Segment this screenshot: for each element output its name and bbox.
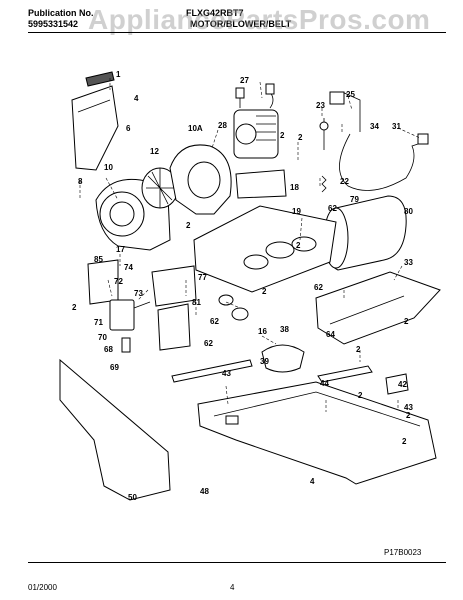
callout-label: 85 [94, 255, 103, 264]
callout-label: 8 [78, 177, 83, 186]
callout-label: 25 [346, 90, 355, 99]
callout-label: 4 [310, 477, 315, 486]
part-48-base-frame [197, 381, 437, 485]
part-33-belt-guard [315, 271, 441, 345]
callout-label: 74 [124, 263, 133, 272]
header-rule [28, 32, 446, 33]
callout-label: 33 [404, 258, 413, 267]
callout-label: 69 [110, 363, 119, 372]
diagram-code: P17B0023 [384, 548, 422, 557]
publication-number: 5995331542 [28, 19, 79, 29]
callout-label: 6 [126, 124, 131, 133]
part-38-idler-pulley [261, 344, 305, 373]
callout-label: 77 [198, 273, 207, 282]
callout-label: 2 [186, 221, 191, 230]
callout-label: 34 [370, 122, 379, 131]
part-42-support-bracket [317, 365, 373, 383]
callout-label: 2 [358, 391, 363, 400]
callout-label: 27 [240, 76, 249, 85]
footer-date: 01/2000 [28, 583, 57, 592]
callout-label: 22 [340, 177, 349, 186]
footer-rule [28, 562, 446, 563]
callout-label: 48 [200, 487, 209, 496]
part-18-motor-mount [235, 169, 287, 199]
callout-label: 44 [320, 379, 329, 388]
callout-label: 12 [150, 147, 159, 156]
callout-label: 17 [116, 245, 125, 254]
page-number: 4 [230, 583, 235, 592]
part-81-bracket [157, 303, 191, 351]
part-22-spring [321, 175, 327, 193]
callout-label: 10 [104, 163, 113, 172]
model-number: FLXG42RBT7 [186, 8, 244, 18]
part-16-pulley [218, 294, 249, 321]
callout-label: 62 [314, 283, 323, 292]
part-68-capacitor [121, 337, 131, 353]
callout-label: 70 [98, 333, 107, 342]
callout-label: 1 [116, 70, 121, 79]
callout-label: 2 [404, 317, 409, 326]
callout-label: 2 [406, 411, 411, 420]
part-10-blower-housing [95, 178, 171, 251]
publication-label: Publication No. [28, 8, 94, 18]
callout-label: 38 [280, 325, 289, 334]
callout-label: 2 [298, 133, 303, 142]
callout-label: 2 [262, 287, 267, 296]
part-27-harness [235, 83, 275, 109]
part-25-bracket [329, 91, 361, 132]
callout-label: 64 [326, 330, 335, 339]
callout-label: 31 [392, 122, 401, 131]
part-73-valve [109, 299, 151, 331]
part-44-clip [385, 373, 409, 395]
callout-label: 68 [104, 345, 113, 354]
part-50-back-panel [59, 358, 171, 501]
part-1-filter-grille [85, 71, 115, 87]
callout-label: 23 [316, 101, 325, 110]
callout-label: 2 [72, 303, 77, 312]
part-77-panel [151, 265, 197, 307]
part-28-drive-motor [233, 109, 279, 159]
callout-label: 42 [398, 380, 407, 389]
callout-label: 4 [134, 94, 139, 103]
part-31-power-cord [339, 133, 429, 191]
section-title: MOTOR/BLOWER/BELT [190, 19, 292, 29]
callout-label: 18 [290, 183, 299, 192]
callout-label: 62 [210, 317, 219, 326]
callout-label: 19 [292, 207, 301, 216]
callout-label: 16 [258, 327, 267, 336]
callout-label: 62 [328, 204, 337, 213]
part-23-idler [319, 118, 329, 150]
callout-labels: 1 4 6 10 8 10A 12 2 27 28 2 23 25 34 31 … [72, 70, 413, 502]
callout-label: 39 [260, 357, 269, 366]
callout-label: 62 [204, 339, 213, 348]
part-64-shaft [171, 359, 253, 383]
callout-label: 28 [218, 121, 227, 130]
callout-label: 72 [114, 277, 123, 286]
part-10a-blower-housing [169, 144, 232, 215]
callout-label: 43 [222, 369, 231, 378]
callout-label: 10A [188, 124, 203, 133]
callout-label: 2 [280, 131, 285, 140]
callout-label: 43 [404, 403, 413, 412]
callout-label: 81 [192, 298, 201, 307]
callout-label: 2 [356, 345, 361, 354]
watermark: AppliancePartsPros.com [88, 4, 431, 35]
callout-label: 2 [402, 437, 407, 446]
callout-label: 79 [350, 195, 359, 204]
part-19-base-plate [193, 205, 337, 293]
callout-label: 80 [404, 207, 413, 216]
callout-label: 73 [134, 289, 143, 298]
leader-lines [79, 78, 421, 412]
callout-label: 50 [128, 493, 137, 502]
callout-label: 71 [94, 318, 103, 327]
part-6-duct [71, 85, 119, 171]
callout-label: 2 [296, 241, 301, 250]
